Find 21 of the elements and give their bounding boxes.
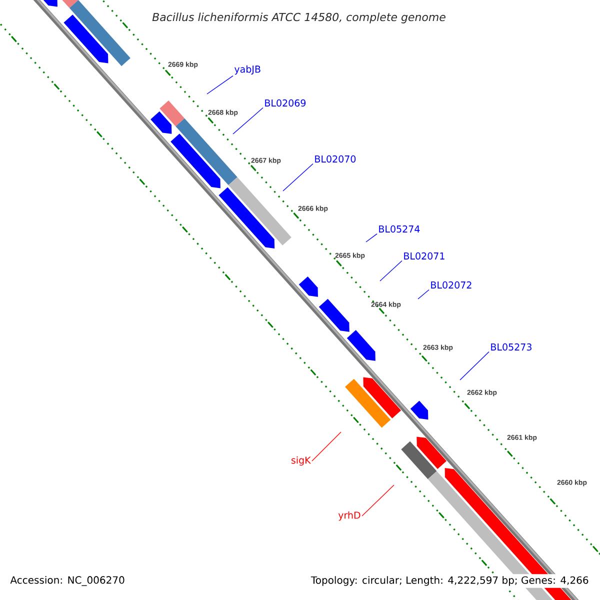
leader-line <box>418 289 430 300</box>
gene-label: BL02071 <box>404 252 444 260</box>
gene-label: sigK <box>291 456 311 466</box>
leader-line <box>460 351 490 380</box>
leader-line <box>282 163 314 192</box>
leader-line <box>232 107 264 134</box>
gene-label: BL02072 <box>431 281 472 289</box>
leader-line <box>312 432 342 462</box>
gene-label: BL02069 <box>265 99 306 107</box>
leader-line <box>206 75 234 94</box>
gene-label: yrhD <box>338 511 360 521</box>
gene-label: BL02070 <box>315 155 356 163</box>
gene-label: BL05274 <box>379 225 420 233</box>
topology-text: Topology: circular; Length: 4,222,597 bp; Genes: 4,266 <box>308 574 591 588</box>
leader-line <box>362 484 394 516</box>
accession-text: Accession: NC_006270 <box>8 574 127 588</box>
title: Bacillus licheniformis ATCC 14580, complete genome <box>150 10 448 26</box>
gene-label: BL05273 <box>491 343 532 351</box>
leader-line <box>380 260 402 282</box>
leader-line <box>366 233 378 242</box>
gene-label: yabJB <box>234 65 260 75</box>
